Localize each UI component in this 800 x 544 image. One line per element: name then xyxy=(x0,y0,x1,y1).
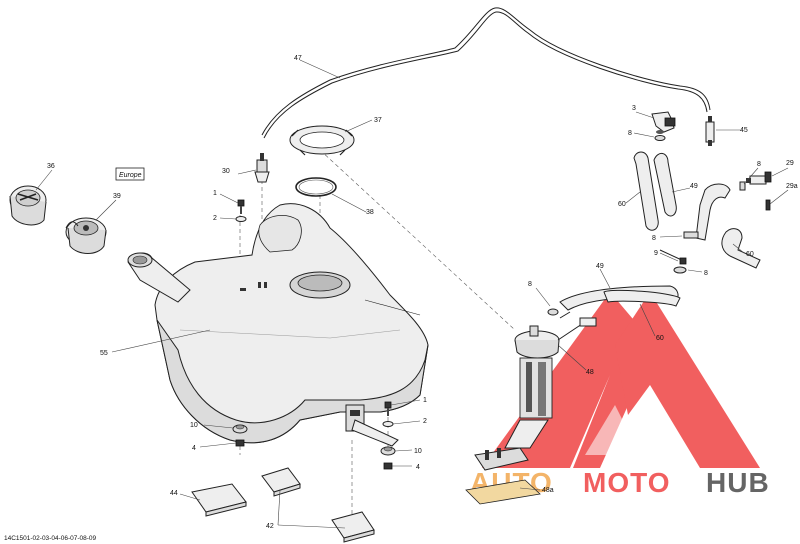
watermark-text-moto: MOTO xyxy=(583,467,670,498)
fitting-3 xyxy=(651,111,676,134)
clamp-8-e xyxy=(547,308,559,316)
callout-2-upper: 2 xyxy=(213,215,217,222)
hose-60-right xyxy=(721,228,761,269)
callout-3: 3 xyxy=(632,105,636,112)
region-tag: Europe xyxy=(115,167,145,181)
callout-1-upper: 1 xyxy=(213,190,217,197)
callout-60-lower: 60 xyxy=(656,335,664,342)
callout-4-left: 4 xyxy=(192,445,196,452)
callout-36: 36 xyxy=(47,163,55,170)
callout-10-left: 10 xyxy=(190,422,198,429)
clamp-8-b xyxy=(739,181,746,191)
callout-8-mid: 8 xyxy=(652,235,656,242)
nut-4-left xyxy=(235,439,245,447)
gasket-38 xyxy=(295,177,337,197)
hose-49-right xyxy=(695,183,731,241)
callout-30: 30 xyxy=(222,168,230,175)
callout-37: 37 xyxy=(374,117,382,124)
callout-8-top: 8 xyxy=(628,130,632,137)
callout-49-lower: 49 xyxy=(596,263,604,270)
washer-2-lower xyxy=(382,421,394,427)
grommet-10-left xyxy=(232,424,248,434)
callout-42: 42 xyxy=(266,523,274,530)
hose-60-a xyxy=(633,151,659,231)
callout-49-upper: 49 xyxy=(690,183,698,190)
clamp-8-d xyxy=(673,266,687,274)
callout-60-right: 60 xyxy=(746,251,754,258)
callout-1-lower: 1 xyxy=(423,397,427,404)
fuel-pump-48 xyxy=(465,311,597,505)
callout-48: 48 xyxy=(586,369,594,376)
callout-8-lower: 8 xyxy=(704,270,708,277)
watermark-triangle-inner xyxy=(585,405,640,455)
callout-38: 38 xyxy=(366,209,374,216)
region-tag-label: Europe xyxy=(119,172,142,179)
hose-49-a xyxy=(653,153,677,217)
watermark-text-hub: HUB xyxy=(706,467,770,498)
callout-44: 44 xyxy=(170,490,178,497)
callout-55: 55 xyxy=(100,350,108,357)
watermark-triangle-right xyxy=(615,292,760,468)
callout-8-right: 8 xyxy=(757,161,761,168)
clamp-8-a xyxy=(654,135,666,141)
vent-line-47 xyxy=(261,7,711,136)
callout-39: 39 xyxy=(113,193,121,200)
fitting-29 xyxy=(746,171,772,185)
rollover-valve-30 xyxy=(254,153,270,183)
bolt-1-upper xyxy=(237,199,245,214)
grommet-10-right xyxy=(380,446,396,456)
callout-60-left: 60 xyxy=(618,201,626,208)
locking-fuel-cap-39 xyxy=(65,217,107,254)
fuel-tank-55 xyxy=(127,203,429,447)
callout-2-lower: 2 xyxy=(423,418,427,425)
fuel-cap-36 xyxy=(9,185,47,226)
callout-4-right: 4 xyxy=(416,464,420,471)
diagram-code: 14C1501-02-03-04-06-07-08-09 xyxy=(4,535,97,542)
callout-29a: 29a xyxy=(786,183,798,190)
callout-48a: 48a xyxy=(542,487,554,494)
callout-47: 47 xyxy=(294,55,302,62)
watermark-logo: AUTO MOTO HUB xyxy=(470,292,770,498)
clamp-8-c xyxy=(683,231,699,239)
washer-2-upper xyxy=(235,216,247,222)
pad-44 xyxy=(191,483,247,517)
plug-29a xyxy=(765,199,771,211)
lock-ring-37 xyxy=(289,125,355,156)
callout-29: 29 xyxy=(786,160,794,167)
fitting-9 xyxy=(659,249,687,265)
pad-42-lower xyxy=(331,511,375,543)
pad-42-upper xyxy=(261,467,301,497)
leader-lines xyxy=(35,59,789,529)
hose-60-lower xyxy=(603,289,681,307)
callout-45: 45 xyxy=(740,127,748,134)
callout-9: 9 xyxy=(654,250,658,257)
callout-10-right: 10 xyxy=(414,448,422,455)
callout-labels: 36 39 30 1 2 55 47 37 38 10 4 1 2 10 4 4… xyxy=(47,55,798,530)
callout-8-pump: 8 xyxy=(528,281,532,288)
nut-4-right xyxy=(383,462,393,470)
check-valve-45 xyxy=(705,116,715,146)
